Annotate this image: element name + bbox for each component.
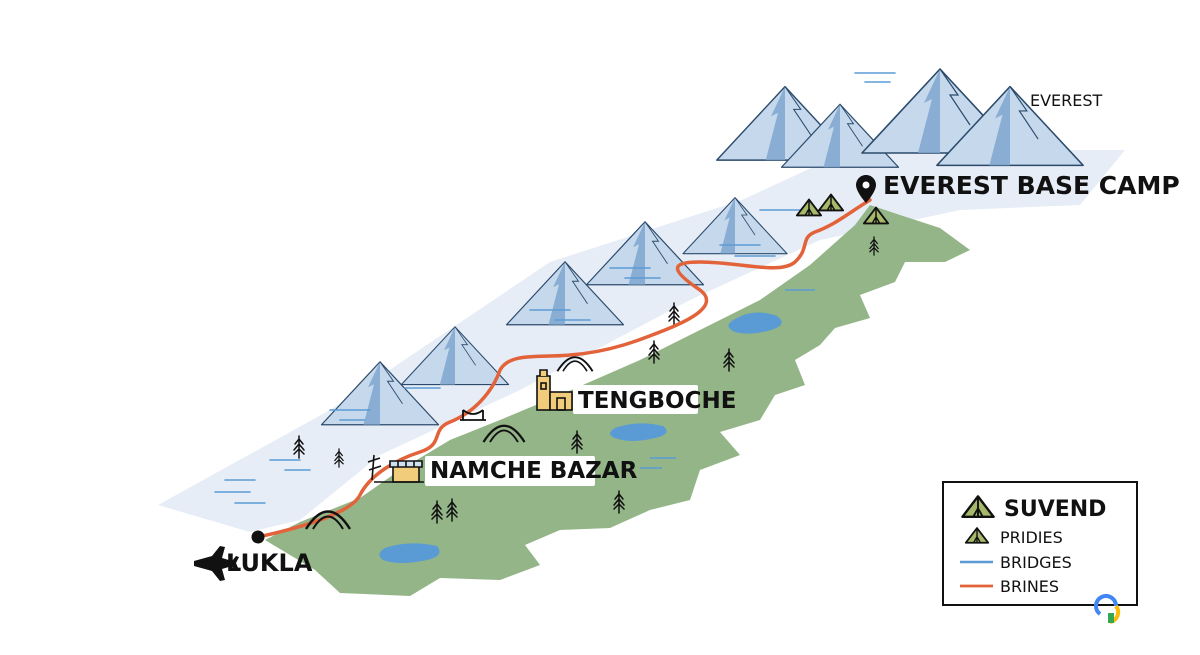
lukla-marker [251,530,265,544]
everest-peak-label: EVEREST [1030,91,1103,110]
location-pin-icon [856,175,876,203]
trail-route [256,198,872,539]
legend-label-suvend: SUVEND [1004,497,1106,522]
legend-item-pridies: PRIDIES [964,527,1063,547]
snow-marks [214,72,896,504]
watermark-logo-icon [1094,594,1121,624]
legend-label-pridies: PRIDIES [1000,528,1063,547]
village-shop-icon [367,454,424,483]
snow-slope [158,150,1125,532]
legend-label-brines: BRINES [1000,577,1059,596]
legend-item-suvend: SUVEND [961,495,1106,522]
legend: SUVEND PRIDIES BRIDGES BRINES [942,481,1138,606]
namche-label: NAMCHE BAZAR [430,458,638,484]
legend-item-bridges: BRIDGES [960,553,1072,572]
monastery-icon [536,369,573,411]
base-camp-label: EVEREST BASE CAMP [883,171,1180,200]
airplane-icon [194,546,239,581]
lakes [379,289,815,563]
lukla-label: LUKLA [226,549,313,577]
suspension-bridge-icon [460,409,486,421]
tengboche-label: TENGBOCHE [578,388,736,414]
legend-label-bridges: BRIDGES [1000,553,1072,572]
legend-item-brines: BRINES [960,577,1059,596]
